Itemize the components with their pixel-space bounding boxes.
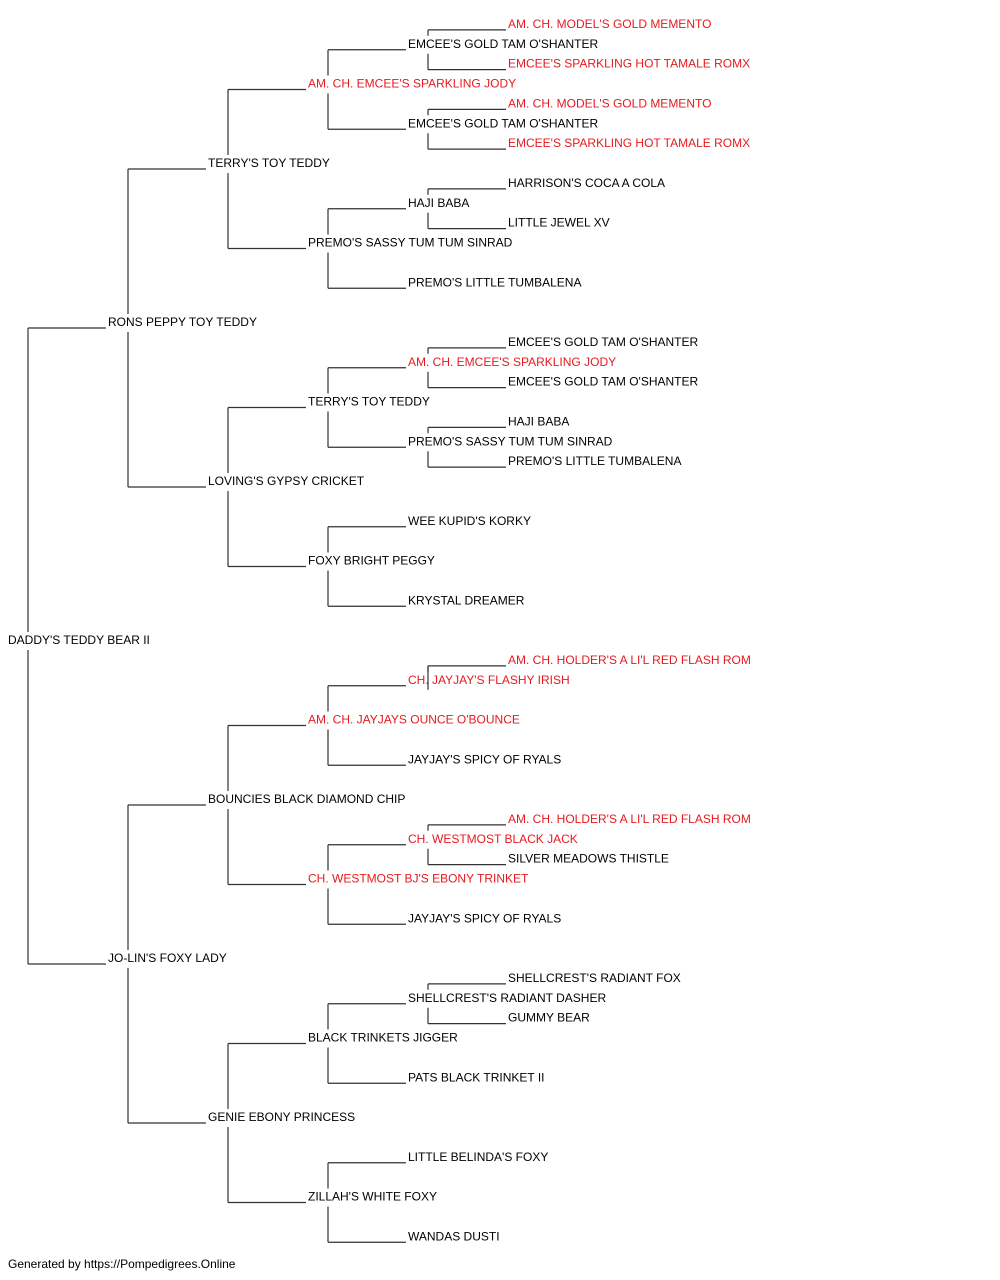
dog-name: GENIE EBONY PRINCESS [208,1110,355,1124]
dog-name: PREMO'S SASSY TUM TUM SINRAD [308,236,513,250]
dog-name: SILVER MEADOWS THISTLE [508,852,669,866]
dog-name: SHELLCREST'S RADIANT DASHER [408,991,606,1005]
dog-name: LITTLE BELINDA'S FOXY [408,1150,548,1164]
dog-name: SHELLCREST'S RADIANT FOX [508,971,681,985]
dog-name: HARRISON'S COCA A COLA [508,176,665,190]
dog-name: CH. WESTMOST BJ'S EBONY TRINKET [308,872,529,886]
dog-name: FOXY BRIGHT PEGGY [308,554,435,568]
footer-credit: Generated by https://Pompedigrees.Online [8,1257,236,1271]
dog-name: EMCEE'S SPARKLING HOT TAMALE ROMX [508,136,750,150]
dog-name: AM. CH. HOLDER'S A LI'L RED FLASH ROM [508,812,751,826]
dog-name: ZILLAH'S WHITE FOXY [308,1190,437,1204]
dog-name: EMCEE'S SPARKLING HOT TAMALE ROMX [508,57,750,71]
dog-name: AM. CH. JAYJAYS OUNCE O'BOUNCE [308,713,520,727]
dog-name: GUMMY BEAR [508,1011,590,1025]
dog-name: PREMO'S SASSY TUM TUM SINRAD [408,434,613,448]
dog-name: WANDAS DUSTI [408,1229,500,1243]
dog-name: EMCEE'S GOLD TAM O'SHANTER [508,335,699,349]
dog-name: CH. WESTMOST BLACK JACK [408,832,578,846]
dog-name: PATS BLACK TRINKET II [408,1070,544,1084]
dog-name: EMCEE'S GOLD TAM O'SHANTER [508,375,699,389]
dog-name: PREMO'S LITTLE TUMBALENA [508,454,681,468]
dog-name: AM. CH. EMCEE'S SPARKLING JODY [408,355,616,369]
dog-name: AM. CH. MODEL'S GOLD MEMENTO [508,17,711,31]
dog-name: DADDY'S TEDDY BEAR II [8,633,150,647]
dog-name: BOUNCIES BLACK DIAMOND CHIP [208,792,405,806]
dog-name: TERRY'S TOY TEDDY [208,156,330,170]
dog-name: EMCEE'S GOLD TAM O'SHANTER [408,37,599,51]
dog-name: KRYSTAL DREAMER [408,593,525,607]
dog-name: HAJI BABA [508,414,569,428]
dog-name: CH. JAYJAY'S FLASHY IRISH [408,673,570,687]
dog-name: AM. CH. MODEL'S GOLD MEMENTO [508,96,711,110]
dog-name: EMCEE'S GOLD TAM O'SHANTER [408,116,599,130]
dog-name: JAYJAY'S SPICY OF RYALS [408,911,561,925]
dog-name: TERRY'S TOY TEDDY [308,395,430,409]
dog-name: RONS PEPPY TOY TEDDY [108,315,257,329]
dog-name: AM. CH. EMCEE'S SPARKLING JODY [308,77,516,91]
dog-name: HAJI BABA [408,196,469,210]
dog-name: JAYJAY'S SPICY OF RYALS [408,752,561,766]
dog-name: BLACK TRINKETS JIGGER [308,1031,458,1045]
dog-name: AM. CH. HOLDER'S A LI'L RED FLASH ROM [508,653,751,667]
dog-name: LOVING'S GYPSY CRICKET [208,474,365,488]
dog-name: PREMO'S LITTLE TUMBALENA [408,275,581,289]
dog-name: JO-LIN'S FOXY LADY [108,951,227,965]
dog-name: LITTLE JEWEL XV [508,216,610,230]
dog-name: WEE KUPID'S KORKY [408,514,531,528]
